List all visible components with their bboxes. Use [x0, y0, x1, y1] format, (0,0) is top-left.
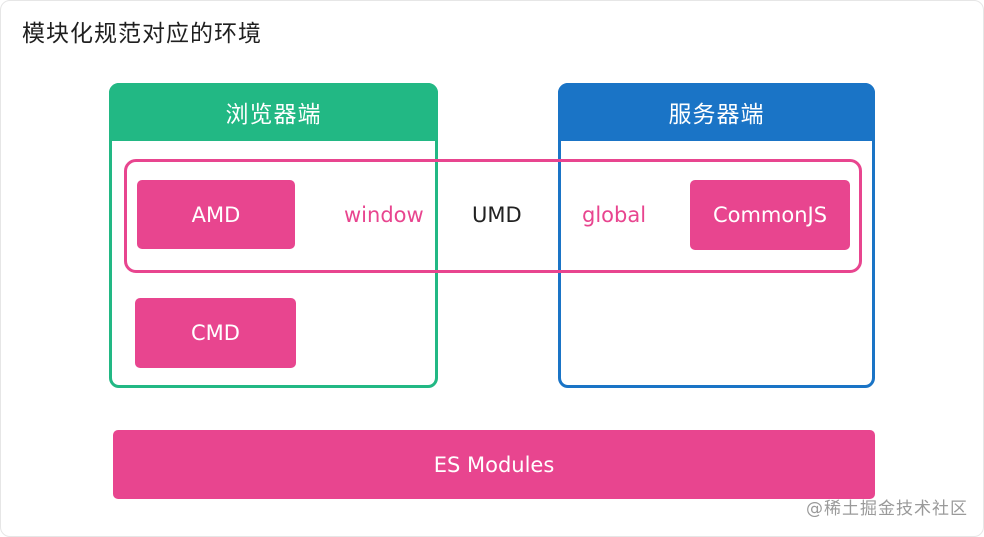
- es-modules-box: ES Modules: [113, 430, 875, 499]
- amd-module-box: AMD: [137, 180, 295, 249]
- umd-frame: [124, 159, 862, 273]
- server-environment-header: 服务器端: [558, 83, 875, 141]
- cmd-module-box: CMD: [135, 298, 296, 368]
- watermark: @稀土掘金技术社区: [806, 499, 968, 519]
- window-global-label: window: [344, 203, 424, 227]
- page-title: 模块化规范对应的环境: [22, 21, 262, 47]
- umd-label: UMD: [472, 203, 522, 227]
- commonjs-module-box: CommonJS: [690, 180, 850, 250]
- browser-environment-header: 浏览器端: [109, 83, 438, 141]
- global-object-label: global: [582, 203, 647, 227]
